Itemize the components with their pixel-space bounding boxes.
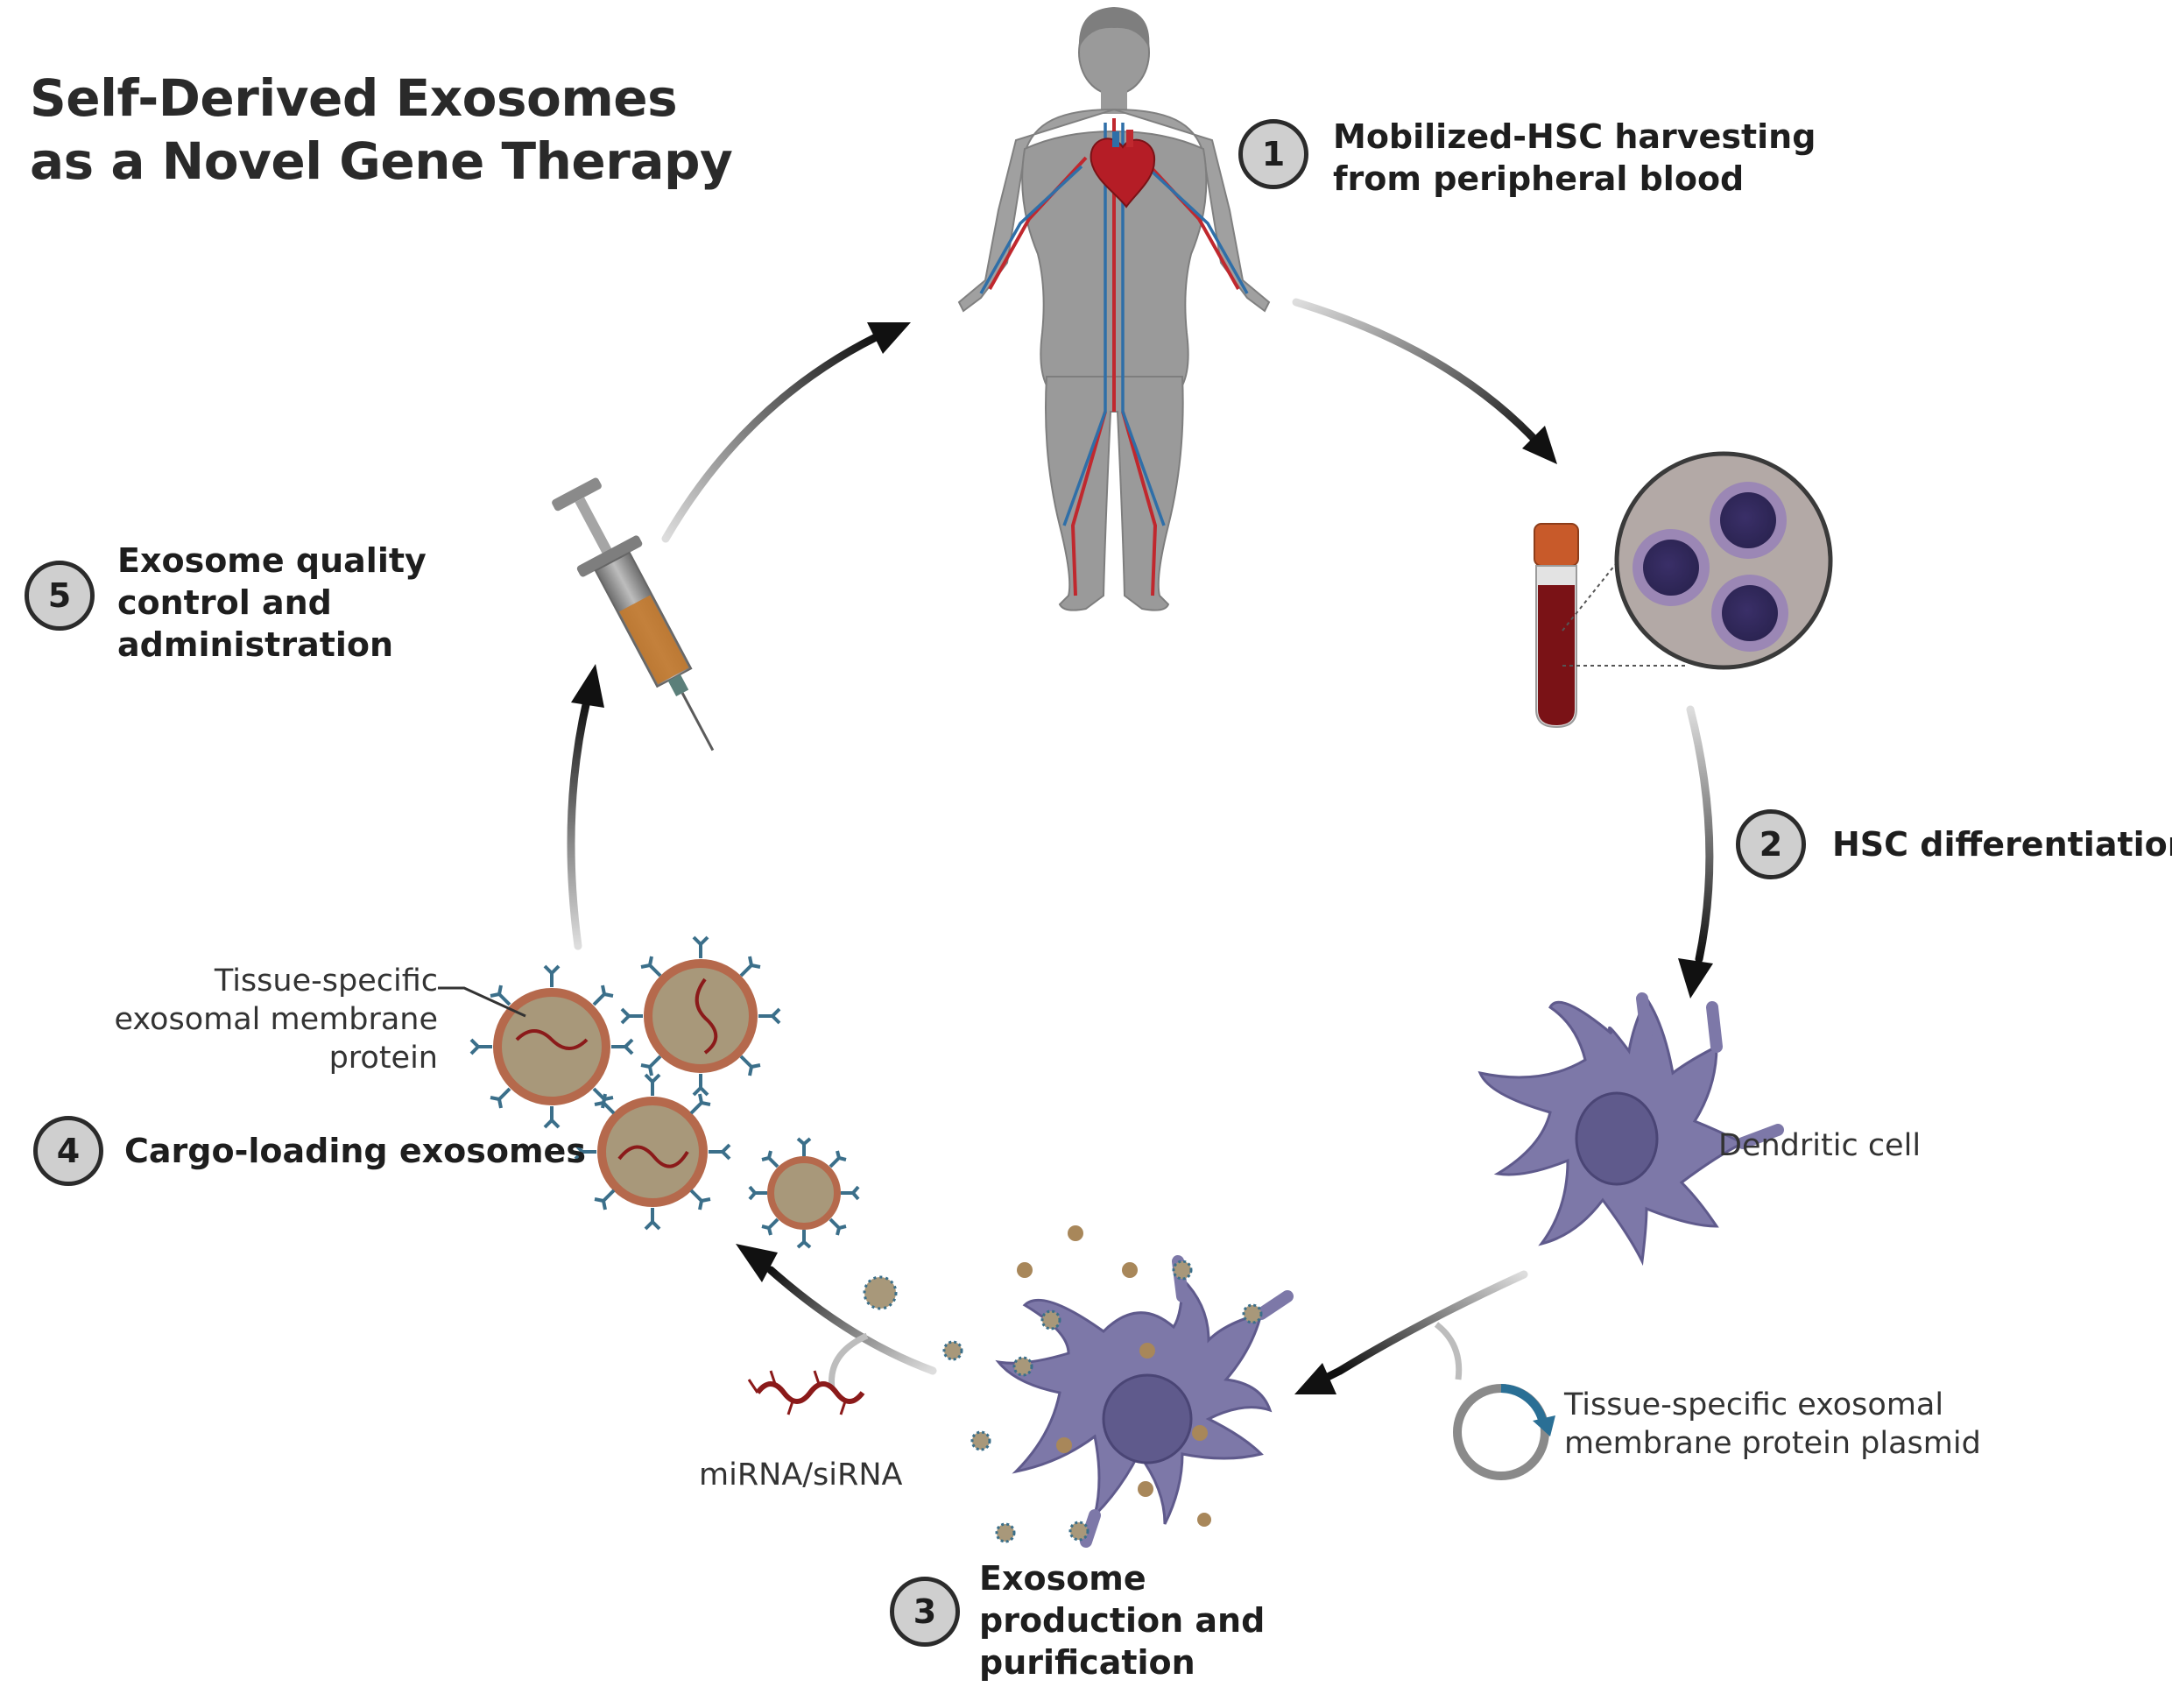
step-2-line-1: HSC differentiation <box>1832 825 2172 864</box>
step-2-label: HSC differentiation <box>1832 823 2172 865</box>
plasmid-label-line-1: Tissue-specific exosomal <box>1564 1387 1944 1422</box>
step-1-line-2: from peripheral blood <box>1333 159 1745 198</box>
plasmid-icon <box>1453 1384 1555 1480</box>
rna-strand-icon <box>747 1370 865 1415</box>
exosome-icon <box>469 935 860 1249</box>
arrow-exosomes-to-syringe <box>567 664 604 950</box>
step-5-line-2: control and <box>117 583 332 622</box>
exosome-4 <box>748 1137 860 1249</box>
step-5-label: Exosome quality control and administrati… <box>117 540 427 666</box>
plasmid-label-line-2: membrane protein plasmid <box>1564 1426 1981 1461</box>
exosome-3 <box>574 1073 731 1231</box>
step-2-badge: 2 <box>1736 809 1806 879</box>
arrow-producer-to-exosomes <box>736 1244 937 1375</box>
step-3-badge: 3 <box>890 1577 960 1647</box>
membrane-protein-label: Tissue-specific exosomal membrane protei… <box>114 962 439 1077</box>
membrane-protein-line-3: protein <box>328 1041 438 1076</box>
title-line-2: as a Novel Gene Therapy <box>30 131 733 191</box>
step-4-line-1: Cargo-loading exosomes <box>124 1132 586 1170</box>
step-5-line-1: Exosome quality <box>117 541 427 580</box>
step-3-line-1: Exosome <box>979 1559 1146 1598</box>
step-5-line-3: administration <box>117 625 394 664</box>
membrane-protein-line-1: Tissue-specific <box>214 963 438 999</box>
title-line-1: Self-Derived Exosomes <box>30 68 678 128</box>
arrow-syringe-to-body <box>661 322 911 543</box>
step-4-label: Cargo-loading exosomes <box>124 1130 586 1172</box>
arrow-dendritic-to-producer <box>1294 1270 1528 1394</box>
syringe-icon <box>552 477 715 752</box>
step-1-line-1: Mobilized-HSC harvesting <box>1333 117 1816 156</box>
step-5-badge: 5 <box>25 561 95 631</box>
dendritic-cell-icon <box>1477 992 1784 1267</box>
membrane-protein-line-2: exosomal membrane <box>114 1002 439 1037</box>
membrane-protein-leader <box>438 986 526 1018</box>
heart-icon <box>1090 130 1156 208</box>
step-1-badge: 1 <box>1238 119 1308 189</box>
human-body-icon <box>957 7 1271 611</box>
step-3-label: Exosome production and purification <box>979 1557 1265 1683</box>
exosome-2 <box>620 935 781 1097</box>
mirna-label: miRNA/siRNA <box>699 1457 903 1493</box>
step-3-line-2: production and <box>979 1601 1266 1640</box>
magnified-cells-icon <box>1614 451 1833 670</box>
exosome-1 <box>469 964 634 1129</box>
dendritic-cell-label: Dendritic cell <box>1718 1128 1922 1163</box>
arrow-body-to-tube <box>1292 298 1557 464</box>
diagram-title: Self-Derived Exosomes as a Novel Gene Th… <box>30 67 733 193</box>
secreting-cell-icon <box>995 1255 1294 1548</box>
plasmid-join-curve <box>1434 1322 1463 1380</box>
blood-tube-icon <box>1534 523 1579 729</box>
arrow-tube-to-dendritic <box>1678 705 1714 999</box>
secreted-vesicles <box>863 1225 1263 1543</box>
rna-join-curve <box>829 1332 869 1389</box>
plasmid-label: Tissue-specific exosomal membrane protei… <box>1564 1386 1981 1463</box>
step-4-badge: 4 <box>33 1116 103 1186</box>
step-3-line-3: purification <box>979 1643 1195 1682</box>
step-1-label: Mobilized-HSC harvesting from peripheral… <box>1333 116 1816 200</box>
